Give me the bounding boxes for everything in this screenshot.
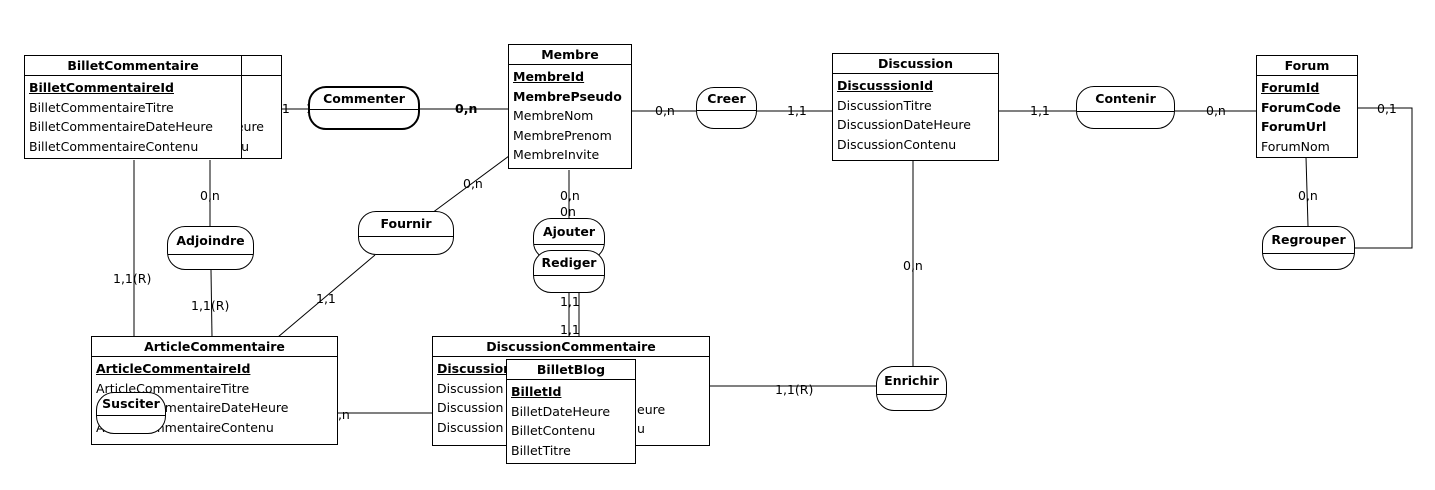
primary-key: MembreId bbox=[513, 69, 585, 84]
attribute: MembrePrenom bbox=[513, 127, 612, 143]
cardinality-bc-susciter: 1,1(R) bbox=[113, 271, 152, 286]
cardinality-creer-discussion: 1,1 bbox=[787, 103, 807, 118]
cardinality-ajouter-dc: 1,1 bbox=[560, 294, 580, 309]
association-commenter[interactable]: Commenter bbox=[308, 86, 420, 130]
attribute: ForumUrl bbox=[1261, 119, 1327, 135]
link-forum-regrouper-right bbox=[1355, 107, 1413, 249]
attribute: MembrePseudo bbox=[513, 88, 622, 104]
attribute: MembreNom bbox=[513, 108, 594, 124]
entity-title: Membre bbox=[509, 45, 631, 65]
attribute: BilletDateHeure bbox=[511, 403, 611, 419]
entity-discussion[interactable]: Discussion DiscusssionId DiscussionTitre… bbox=[832, 53, 999, 161]
cardinality-membre-ajouter: 0,n bbox=[560, 188, 580, 203]
cardinality-fournir-article: 1,1 bbox=[316, 291, 336, 306]
primary-key: ArticleCommentaireId bbox=[96, 361, 251, 376]
primary-key: Discussion bbox=[437, 361, 513, 376]
primary-key: BilletId bbox=[511, 384, 562, 399]
association-susciter[interactable]: Susciter bbox=[96, 392, 166, 434]
attribute: DiscussionTitre bbox=[837, 97, 932, 113]
association-adjoindre[interactable]: Adjoindre bbox=[167, 226, 254, 270]
primary-key: DiscusssionId bbox=[837, 78, 934, 93]
attribute: Discussion bbox=[437, 419, 504, 435]
attribute: BilletCommentaireDateHeure bbox=[29, 119, 213, 135]
entity-title: ArticleCommentaire bbox=[92, 337, 337, 357]
association-regrouper[interactable]: Regrouper bbox=[1262, 226, 1355, 270]
attribute: MembreInvite bbox=[513, 147, 600, 163]
link-adjoindre-article bbox=[210, 269, 213, 338]
attribute: ArticleCommentaireTitre bbox=[96, 380, 250, 396]
ghost-attribute: eure bbox=[637, 402, 666, 417]
attribute: BilletCommentaireContenu bbox=[29, 138, 199, 154]
attribute: BilletTitre bbox=[511, 442, 571, 458]
cardinality-membre-fournir: 0,n bbox=[463, 176, 483, 191]
entity-billetcommentaire[interactable]: BilletCommentaire BilletCommentaireId Bi… bbox=[24, 55, 242, 159]
attribute: BilletContenu bbox=[511, 423, 596, 439]
cardinality-discussion-contenir: 1,1 bbox=[1030, 103, 1050, 118]
attribute: BilletCommentaireTitre bbox=[29, 99, 174, 115]
ghost-attribute: u bbox=[637, 421, 645, 436]
link-forum-regrouper bbox=[1305, 156, 1309, 227]
cardinality-membre-rediger: 0n bbox=[560, 204, 576, 219]
cardinality-forum-regrouper: 0,n bbox=[1298, 188, 1318, 203]
ghost-attribute: u bbox=[241, 138, 249, 154]
entity-title: Forum bbox=[1257, 56, 1357, 76]
association-fournir[interactable]: Fournir bbox=[358, 211, 454, 255]
attribute: ForumNom bbox=[1261, 138, 1330, 154]
primary-key: ForumId bbox=[1261, 80, 1320, 95]
association-creer[interactable]: Creer bbox=[696, 87, 757, 129]
attribute: Discussion bbox=[437, 400, 504, 416]
attribute: ForumCode bbox=[1261, 99, 1341, 115]
cardinality-enrichir-dc: 1,1(R) bbox=[775, 382, 814, 397]
association-rediger[interactable]: Rediger bbox=[533, 250, 605, 293]
association-contenir[interactable]: Contenir bbox=[1076, 86, 1175, 129]
entity-title: BilletBlog bbox=[507, 360, 635, 380]
attribute: DiscussionContenu bbox=[837, 136, 957, 152]
primary-key: BilletCommentaireId bbox=[29, 80, 174, 95]
link-membre-fournir bbox=[431, 152, 514, 214]
entity-membre[interactable]: Membre MembreId MembrePseudo MembreNom M… bbox=[508, 44, 632, 169]
entity-title: BilletCommentaire bbox=[25, 56, 241, 76]
cardinality-membre-creer: 0,n bbox=[655, 103, 675, 118]
link-fournir-article bbox=[277, 254, 376, 338]
cardinality-commenter-membre: 0,n bbox=[455, 101, 478, 116]
ghost-attribute: eure bbox=[235, 119, 264, 135]
entity-forum[interactable]: Forum ForumId ForumCode ForumUrl ForumNo… bbox=[1256, 55, 1358, 158]
association-enrichir[interactable]: Enrichir bbox=[876, 366, 947, 411]
cardinality-forum-regrouper-right: 0,1 bbox=[1377, 101, 1397, 116]
cardinality-contenir-forum: 0,n bbox=[1206, 103, 1226, 118]
cardinality-bc-adjoindre: 0,n bbox=[200, 188, 220, 203]
entity-billetblog[interactable]: BilletBlog BilletId BilletDateHeure Bill… bbox=[506, 359, 636, 464]
cardinality-rediger-billetblog: 1,1 bbox=[560, 322, 580, 337]
cardinality-discussion-enrichir: 0,n bbox=[903, 258, 923, 273]
cardinality-adjoindre-article: 1,1(R) bbox=[191, 298, 230, 313]
attribute: Discussion bbox=[437, 380, 504, 396]
entity-title: Discussion bbox=[833, 54, 998, 74]
entity-title: DiscussionCommentaire bbox=[433, 337, 709, 357]
attribute: DiscussionDateHeure bbox=[837, 117, 971, 133]
